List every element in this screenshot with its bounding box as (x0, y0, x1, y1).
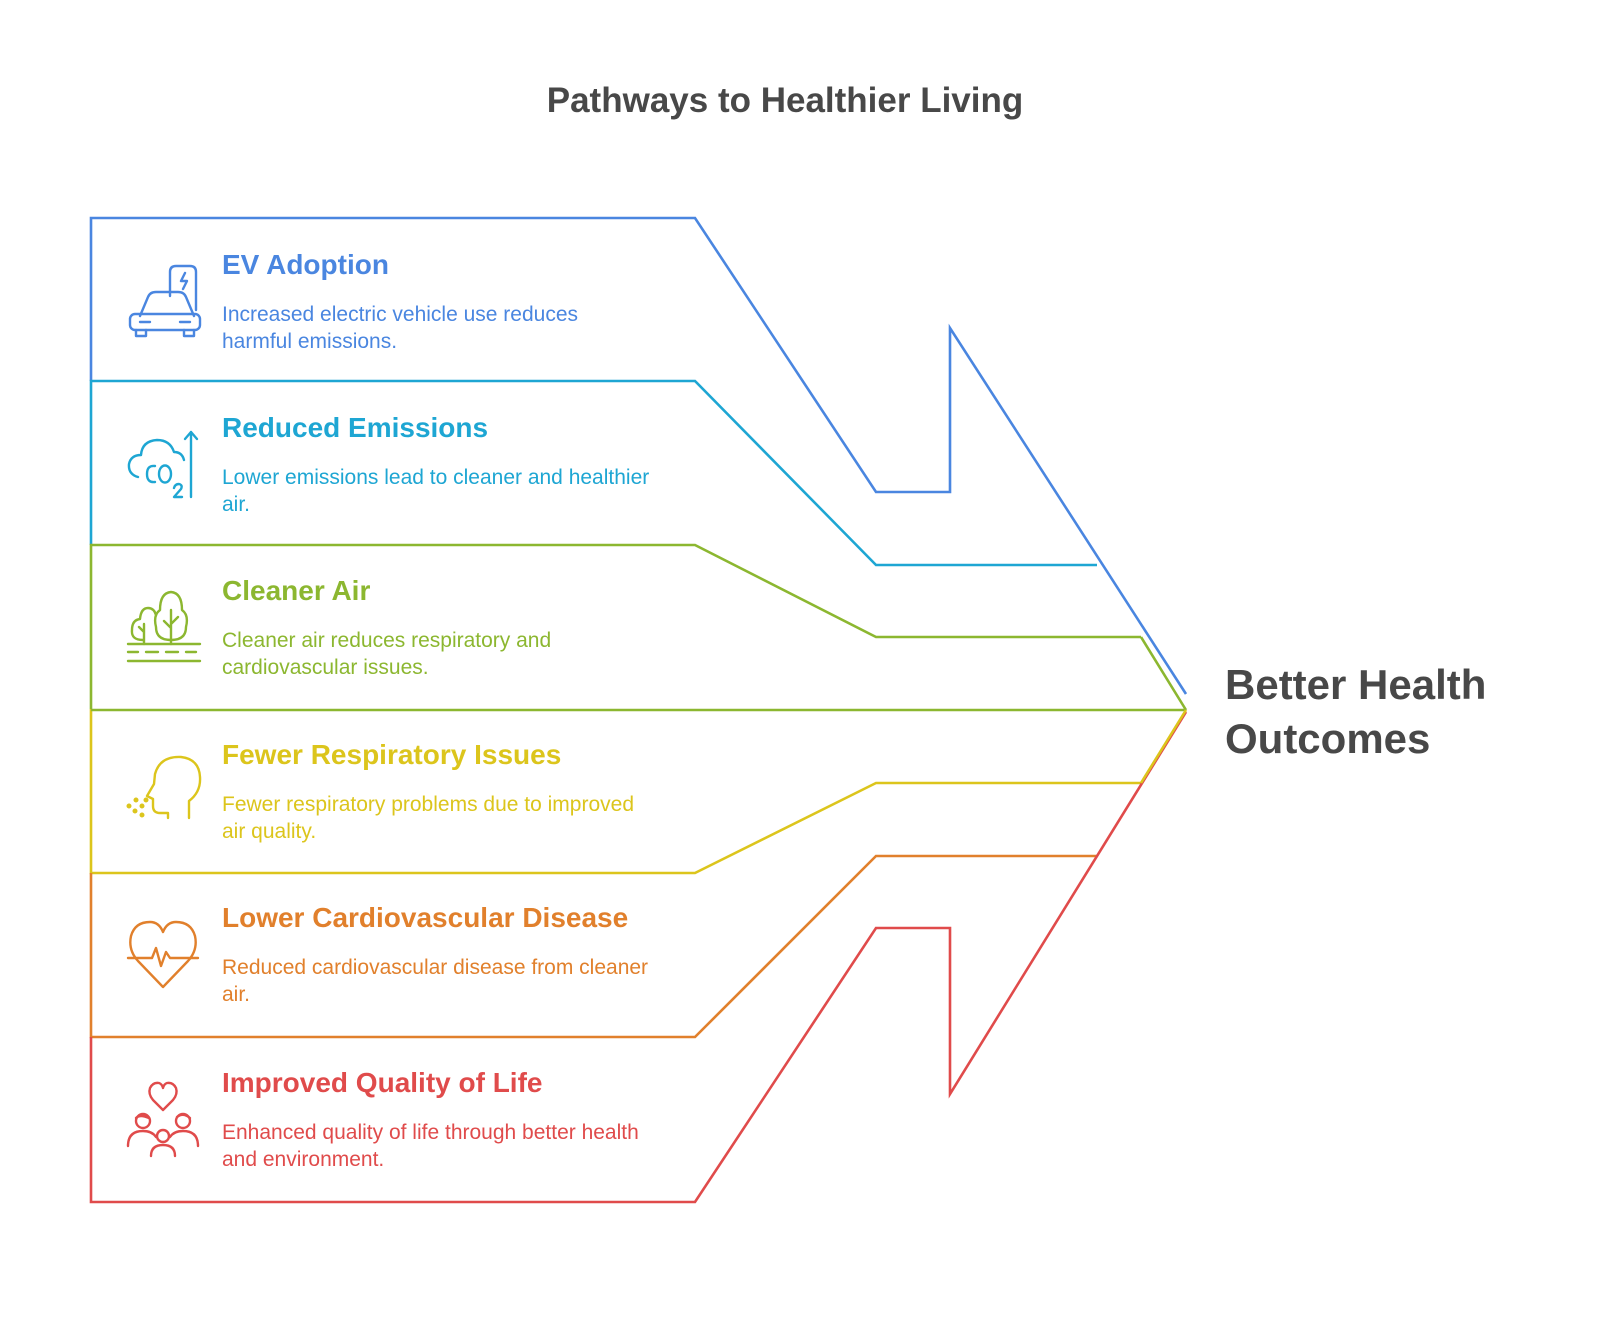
step-description: Reduced cardiovascular disease from clea… (222, 956, 648, 979)
step-description: air. (222, 983, 250, 1006)
step-title: Lower Cardiovascular Disease (222, 902, 628, 933)
head-breathing-icon (126, 755, 202, 820)
band-reduced-emissions (89, 379, 1097, 567)
band-improved-quality-of-life (89, 711, 1188, 1204)
step-improved-quality-of-life: Improved Quality of Life Enhanced qualit… (126, 1067, 639, 1171)
step-description: and environment. (222, 1148, 384, 1171)
step-reduced-emissions: Reduced Emissions Lower emissions lead t… (127, 412, 649, 516)
step-title: Improved Quality of Life (222, 1067, 542, 1098)
step-description: Enhanced quality of life through better … (222, 1121, 639, 1144)
step-ev-adoption: EV Adoption Increased electric vehicle u… (128, 249, 578, 353)
step-title: Fewer Respiratory Issues (222, 739, 561, 770)
step-title: EV Adoption (222, 249, 389, 280)
band-fewer-respiratory-issues (89, 709, 1141, 875)
step-description: Increased electric vehicle use reduces (222, 303, 578, 326)
step-fewer-respiratory-issues: Fewer Respiratory Issues Fewer respirato… (126, 739, 634, 843)
step-description: Fewer respiratory problems due to improv… (222, 793, 634, 816)
trees-icon (126, 590, 202, 663)
co2-cloud-icon (127, 430, 199, 499)
band-ev-adoption (89, 216, 1188, 695)
heart-pulse-icon (126, 920, 200, 989)
step-description: air quality. (222, 820, 316, 843)
step-description: Lower emissions lead to cleaner and heal… (222, 466, 649, 489)
step-description: air. (222, 493, 250, 516)
band-lower-cardiovascular-disease (89, 854, 1097, 1039)
step-title: Cleaner Air (222, 575, 370, 606)
diagram-title: Pathways to Healthier Living (547, 81, 1024, 120)
step-description: cardiovascular issues. (222, 656, 429, 679)
outcome-line-2: Outcomes (1225, 715, 1430, 762)
outcome-line-1: Better Health (1225, 661, 1486, 708)
family-heart-icon (126, 1081, 200, 1158)
step-lower-cardiovascular-disease: Lower Cardiovascular Disease Reduced car… (126, 902, 648, 1006)
step-cleaner-air: Cleaner Air Cleaner air reduces respirat… (126, 575, 551, 679)
step-description: harmful emissions. (222, 330, 397, 353)
step-description: Cleaner air reduces respiratory and (222, 629, 551, 652)
ev-car-charging-icon (128, 264, 202, 338)
band-cleaner-air (89, 543, 1141, 709)
step-title: Reduced Emissions (222, 412, 488, 443)
